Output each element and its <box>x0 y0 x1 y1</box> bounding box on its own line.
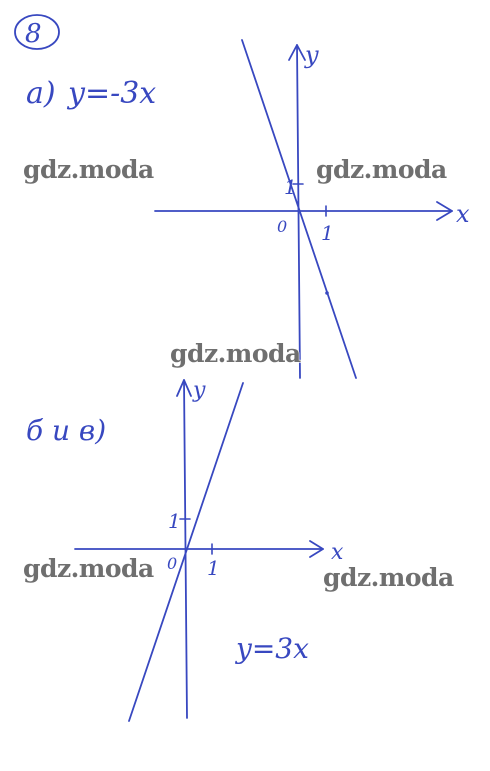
watermark: gdz.moda <box>316 155 447 184</box>
part-b-label: б и в) <box>26 414 106 447</box>
part-b-y-label: y <box>192 378 206 403</box>
part-a-x-arrow-icon <box>436 201 453 221</box>
part-a-graph-line <box>241 39 357 379</box>
problem-number-circle <box>14 14 60 50</box>
part-b-y-axis <box>183 379 188 719</box>
part-b-x-label: x <box>331 540 344 565</box>
part-b-y-tick-label: 1 <box>168 509 181 533</box>
watermark: gdz.moda <box>23 155 154 184</box>
part-a-equation: y=-3x <box>66 76 156 111</box>
watermark: gdz.moda <box>323 563 454 592</box>
part-a-x-tick-label: 1 <box>321 221 334 245</box>
problem-number: 8 <box>25 19 42 49</box>
part-b-y-arrow-icon <box>176 379 192 397</box>
part-b-x-tick-label: 1 <box>207 556 220 580</box>
part-a-label: а) <box>26 76 56 111</box>
watermark: gdz.moda <box>23 554 154 583</box>
part-a-graph-point <box>325 291 329 295</box>
part-b-origin: 0 <box>167 554 177 573</box>
part-b-equation: y=3x <box>234 632 309 665</box>
part-a-origin: 0 <box>277 217 287 236</box>
watermark: gdz.moda <box>170 339 301 368</box>
part-b-x-arrow-icon <box>309 540 324 558</box>
part-b-graph-line <box>128 382 244 722</box>
part-a-y-arrow-icon <box>288 44 306 61</box>
part-a-x-label: x <box>456 200 470 228</box>
part-a-y-axis <box>296 44 301 379</box>
part-a-y-label: y <box>304 41 319 69</box>
